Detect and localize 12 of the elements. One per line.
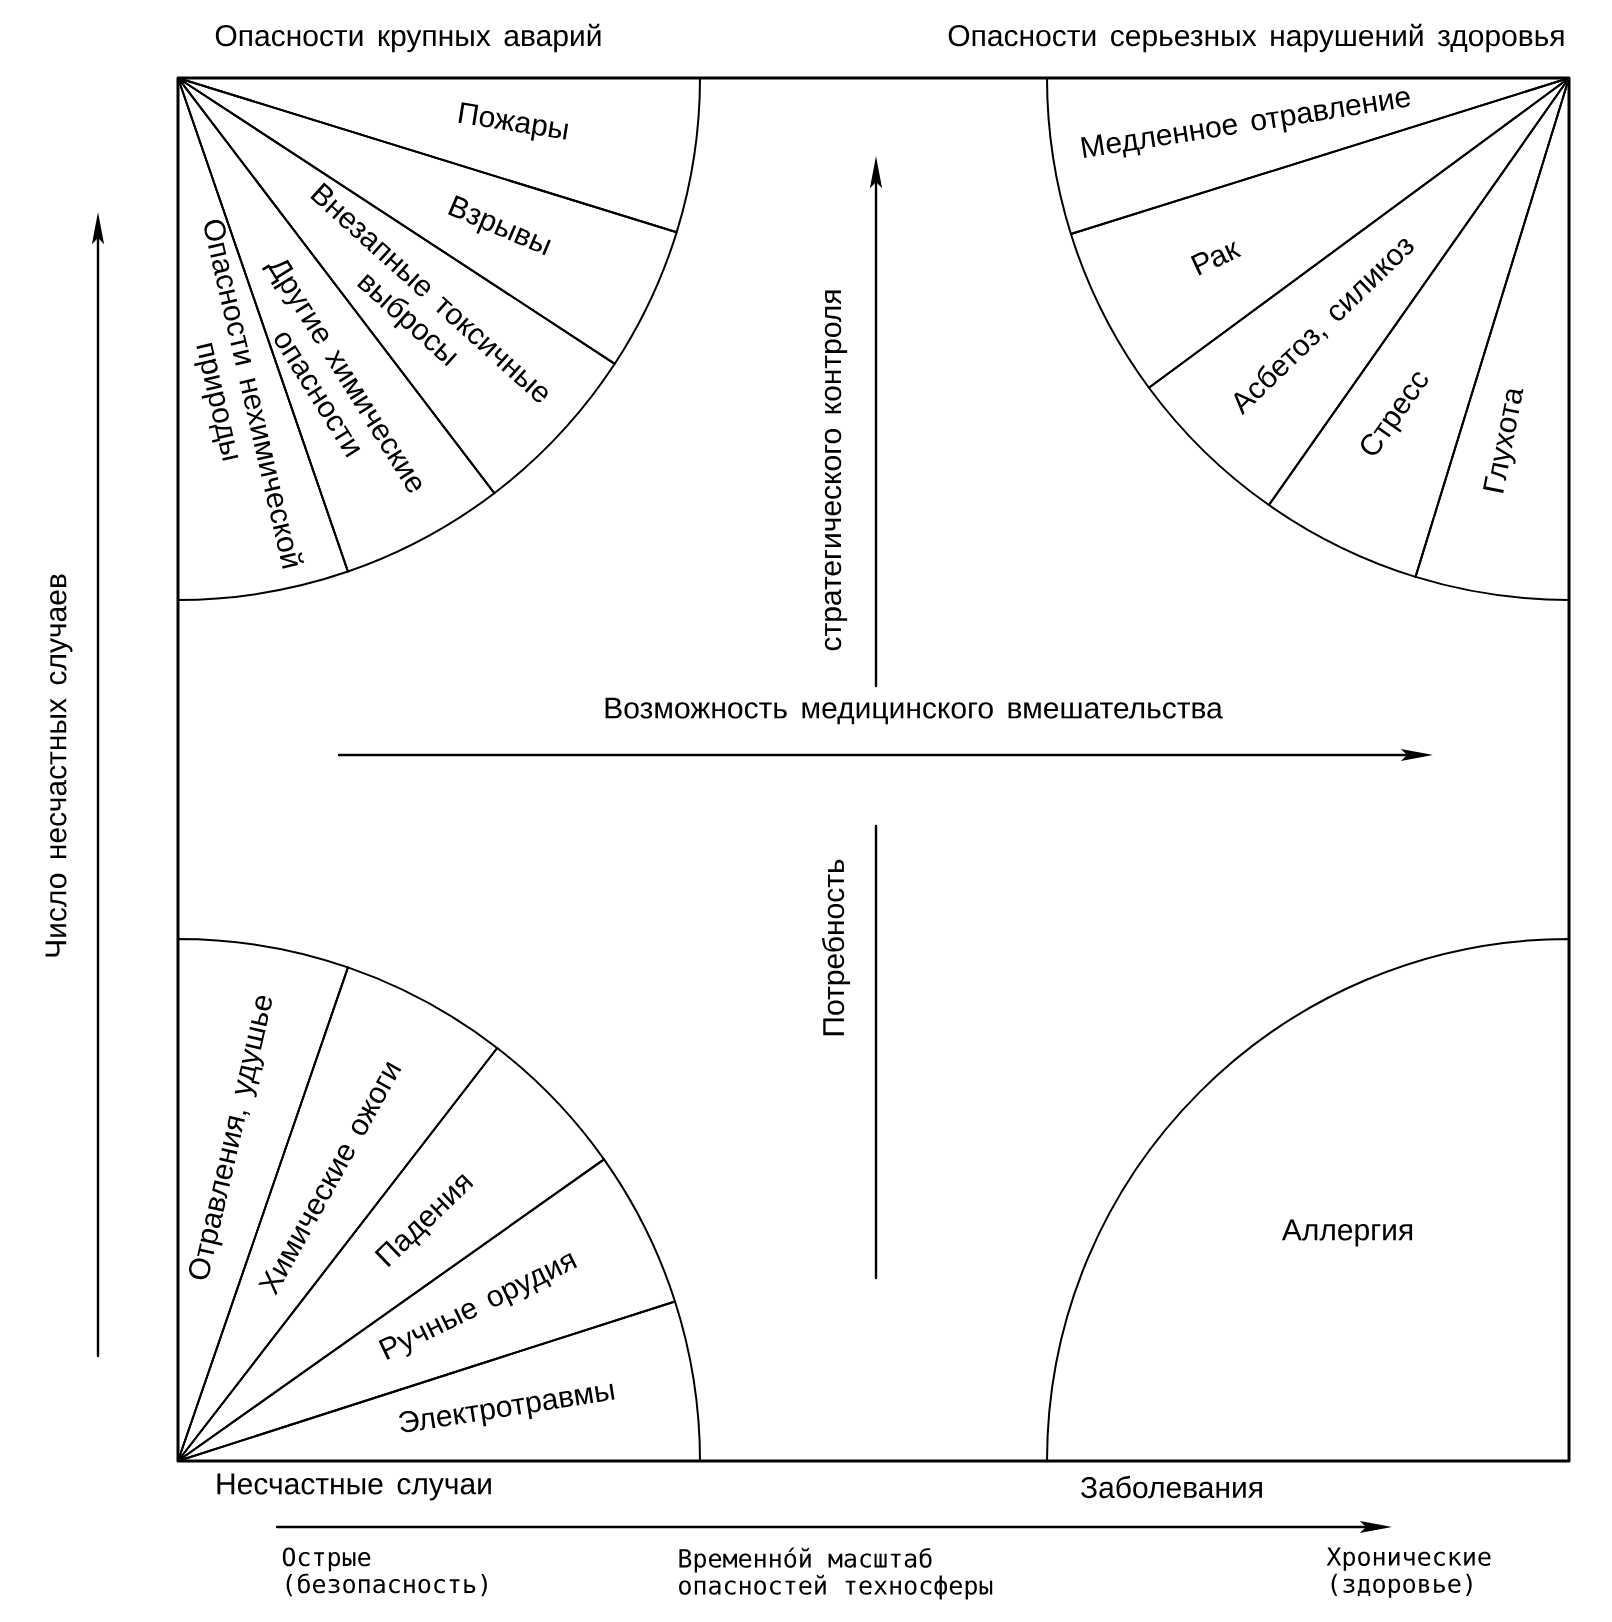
sector: Медленное отравление (1046, 77, 1570, 236)
sector: Аллергия (1046, 938, 1570, 1462)
axis-label: Число несчастных случаев (45, 574, 73, 957)
axis-label: Острые (безопасность) (282, 1547, 487, 1597)
axis-label: Хронические (здоровье) (1326, 1547, 1491, 1598)
column-heading: Несчастные случаи (217, 1473, 491, 1501)
heading: Опасности серьезных нарушений здоровья (948, 23, 1564, 53)
heading: Опасности крупных аварий (215, 23, 601, 53)
axis-label: Временно́й масштаб опасностей техносферы (679, 1547, 993, 1600)
arrow-label: стратегического контроля (824, 290, 848, 651)
arrow-label: Потребность (821, 859, 851, 1036)
arrow-label: Возможность медицинского вмешательства (605, 697, 1223, 725)
